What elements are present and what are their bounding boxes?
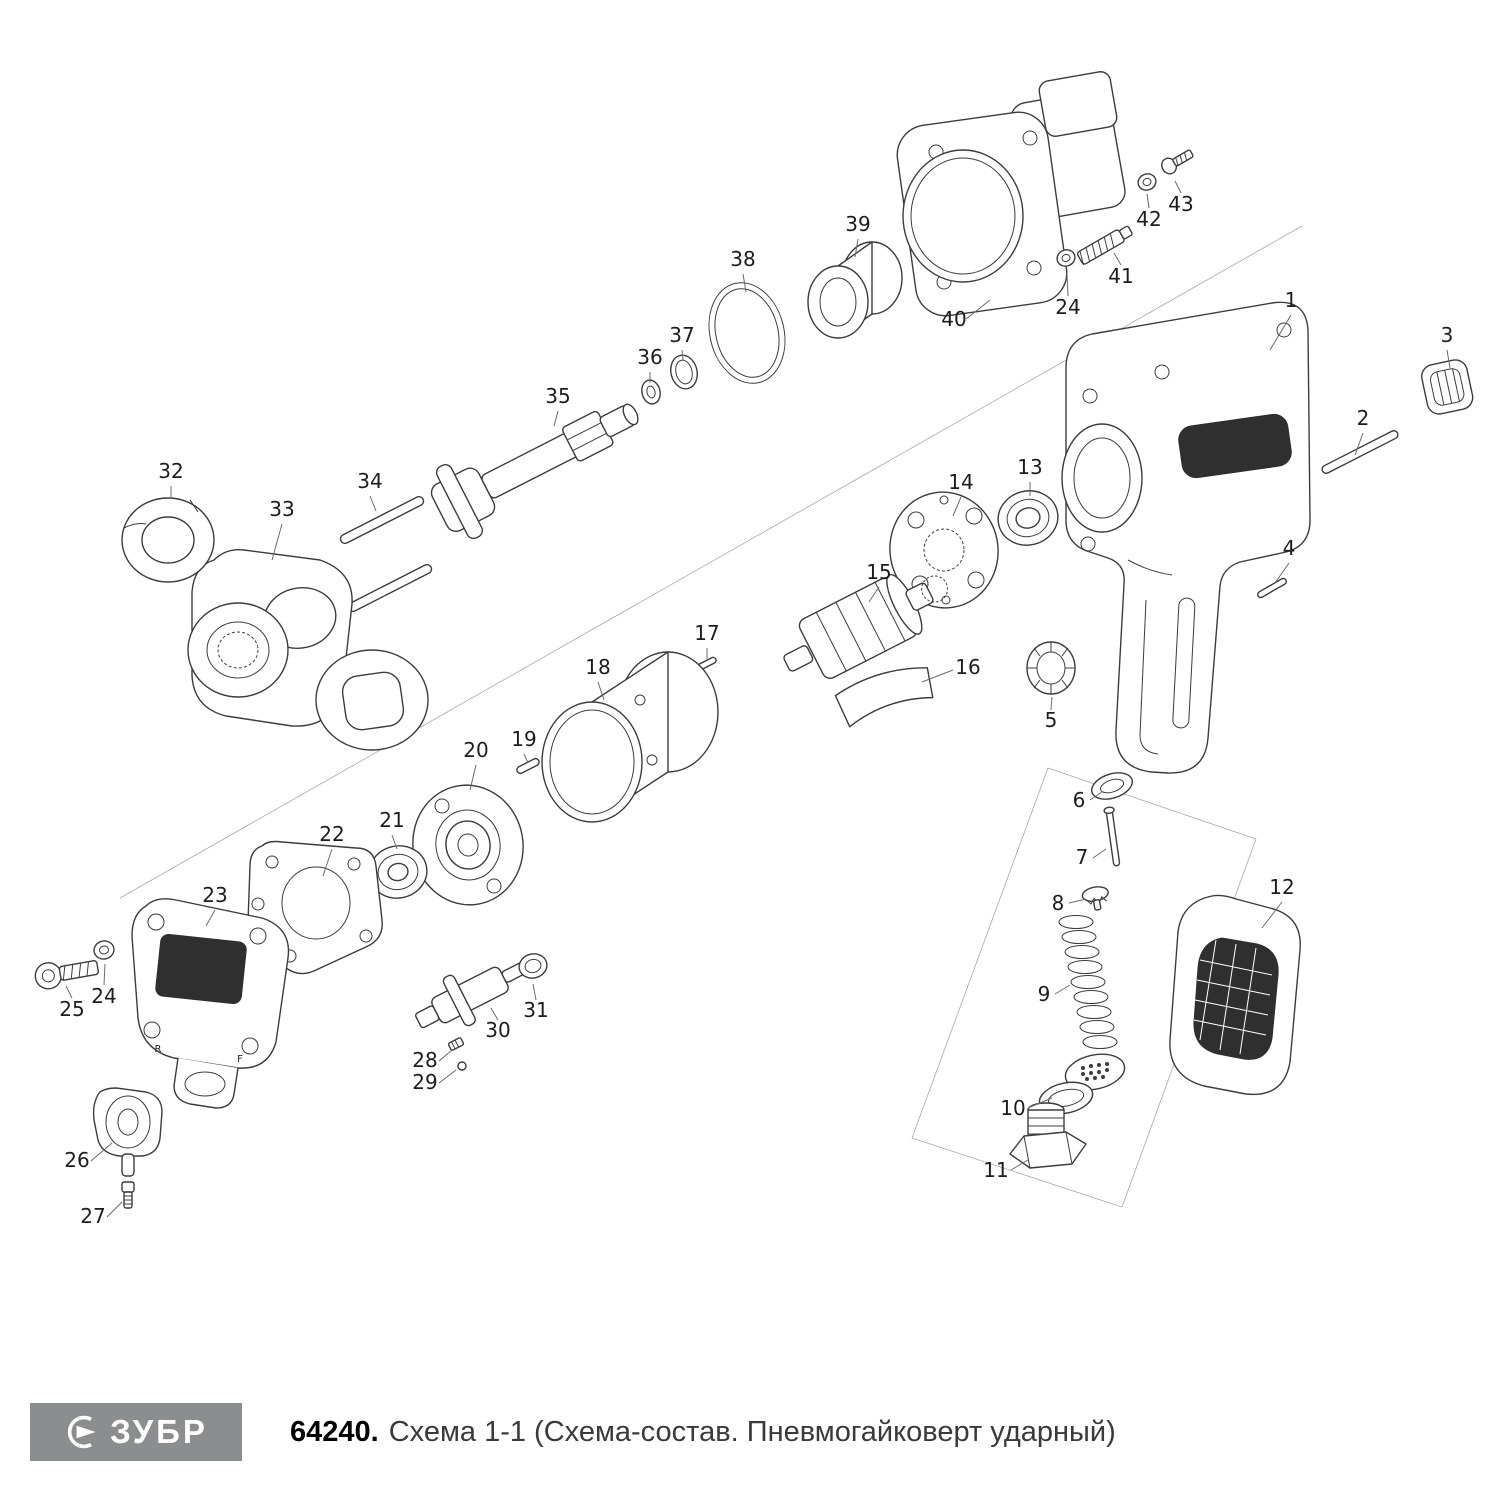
- part-label-10: 10: [1000, 1096, 1025, 1120]
- part-9-spring: [1058, 915, 1118, 1049]
- part-5-retainer-nut: [1026, 641, 1076, 695]
- part-27-screw: [121, 1181, 135, 1209]
- zubr-logo: ЗУБР: [30, 1403, 242, 1461]
- part-23-rear-cover: R F: [131, 898, 290, 1109]
- part-label-18: 18: [585, 655, 610, 679]
- part-label-17: 17: [694, 621, 719, 645]
- leader-lines: [65, 180, 1451, 1218]
- part-label-9: 9: [1038, 982, 1051, 1006]
- part-29-ball: [457, 1061, 467, 1071]
- part-42-washer: [1137, 173, 1157, 191]
- part-14-hammer-frame: [889, 491, 999, 609]
- part-12-grip-cover: [1169, 894, 1301, 1096]
- diagram-caption: 64240. Схема 1-1 (Схема-состав. Пневмогай…: [290, 1416, 1116, 1449]
- part-label-39: 39: [845, 212, 870, 236]
- part-label-30: 30: [485, 1018, 510, 1042]
- part-35-anvil-shaft: [430, 403, 639, 540]
- part-3-trigger: [1421, 359, 1474, 415]
- part-19-pin: [516, 757, 540, 775]
- part-label-28: 28: [412, 1048, 437, 1072]
- part-26-reverse-knob: [92, 1087, 163, 1177]
- part-30-throttle-valve: [415, 959, 531, 1029]
- part-41-screw: [1076, 225, 1133, 266]
- part-18-cylinder: [541, 651, 719, 823]
- part-37-retaining-ring: [670, 354, 698, 390]
- part-8-valve: [1081, 886, 1109, 911]
- part-20-end-plate: [412, 784, 524, 906]
- part-6-seal-ring: [1090, 772, 1134, 800]
- part-13-bearing: [997, 490, 1059, 546]
- brand-name: ЗУБР: [110, 1413, 208, 1450]
- part-label-23: 23: [202, 883, 227, 907]
- part-label-33: 33: [269, 497, 294, 521]
- part-label-26: 26: [64, 1148, 89, 1172]
- part-label-3: 3: [1441, 323, 1454, 347]
- part-label-37: 37: [669, 323, 694, 347]
- part-labels: 1 2 3 4 5 6 7 8 9 10 11 12 13 14 15 16 1…: [59, 192, 1453, 1228]
- part-39-bushing: [807, 241, 903, 339]
- part-25-bolt: [34, 960, 100, 990]
- part-2-pin: [1321, 430, 1399, 474]
- part-28-screw: [447, 1037, 465, 1051]
- part-label-7: 7: [1076, 845, 1089, 869]
- exploded-view-diagram: R F: [34, 71, 1474, 1228]
- part-label-19: 19: [511, 727, 536, 751]
- part-label-35: 35: [545, 384, 570, 408]
- part-7-valve-stem: [1103, 806, 1121, 867]
- part-43-screw: [1161, 149, 1194, 175]
- cover-mark-reverse: R: [155, 1044, 162, 1055]
- part-10-strainer-plate: [1038, 1053, 1126, 1115]
- part-label-24-bottom: 24: [91, 984, 116, 1008]
- part-34-pins: [339, 495, 433, 613]
- cover-mark-forward: F: [237, 1054, 243, 1065]
- part-label-32: 32: [158, 459, 183, 483]
- part-label-20: 20: [463, 738, 488, 762]
- part-label-1: 1: [1285, 288, 1298, 312]
- part-label-31: 31: [523, 998, 548, 1022]
- part-label-25: 25: [59, 997, 84, 1021]
- part-label-6: 6: [1073, 788, 1086, 812]
- part-label-13: 13: [1017, 455, 1042, 479]
- part-40-clutch-housing: [896, 71, 1126, 317]
- part-label-36: 36: [637, 345, 662, 369]
- part-label-24-top: 24: [1055, 295, 1080, 319]
- part-24-washer-left: [93, 940, 115, 960]
- part-label-42: 42: [1136, 207, 1161, 231]
- zubr-logo-icon: [68, 1415, 96, 1449]
- part-label-4: 4: [1283, 536, 1296, 560]
- part-label-21: 21: [379, 808, 404, 832]
- part-label-16: 16: [955, 655, 980, 679]
- part-label-2: 2: [1357, 406, 1370, 430]
- schema-title: Схема 1-1 (Схема-состав. Пневмогайковерт…: [388, 1415, 1116, 1448]
- part-36-washer: [641, 379, 661, 405]
- part-24-washer-top: [1056, 249, 1076, 267]
- part-label-40: 40: [941, 307, 966, 331]
- part-label-43: 43: [1168, 192, 1193, 216]
- part-label-11: 11: [983, 1158, 1008, 1182]
- footer: ЗУБР 64240. Схема 1-1 (Схема-состав. Пнев…: [0, 1392, 1500, 1472]
- schema-code: 64240.: [290, 1415, 379, 1448]
- part-label-14: 14: [948, 470, 973, 494]
- part-label-34: 34: [357, 469, 382, 493]
- part-33-hammer-case: [187, 549, 429, 751]
- part-16-rotor-vane: [834, 667, 934, 728]
- part-label-22: 22: [319, 822, 344, 846]
- part-label-38: 38: [730, 247, 755, 271]
- part-31-o-ring: [518, 953, 548, 979]
- part-label-27: 27: [80, 1204, 105, 1228]
- part-4-pin: [1257, 577, 1287, 599]
- part-11-inlet-bushing: [1009, 1102, 1087, 1169]
- part-label-5: 5: [1045, 708, 1058, 732]
- part-1-motor-housing: [1061, 301, 1311, 774]
- part-32-front-ring: [121, 497, 215, 583]
- part-38-o-ring: [708, 282, 786, 384]
- part-label-41: 41: [1108, 264, 1133, 288]
- part-15-rotor: [783, 573, 949, 679]
- part-label-8: 8: [1052, 891, 1065, 915]
- part-label-12: 12: [1269, 875, 1294, 899]
- part-label-15: 15: [866, 560, 891, 584]
- part-label-29: 29: [412, 1070, 437, 1094]
